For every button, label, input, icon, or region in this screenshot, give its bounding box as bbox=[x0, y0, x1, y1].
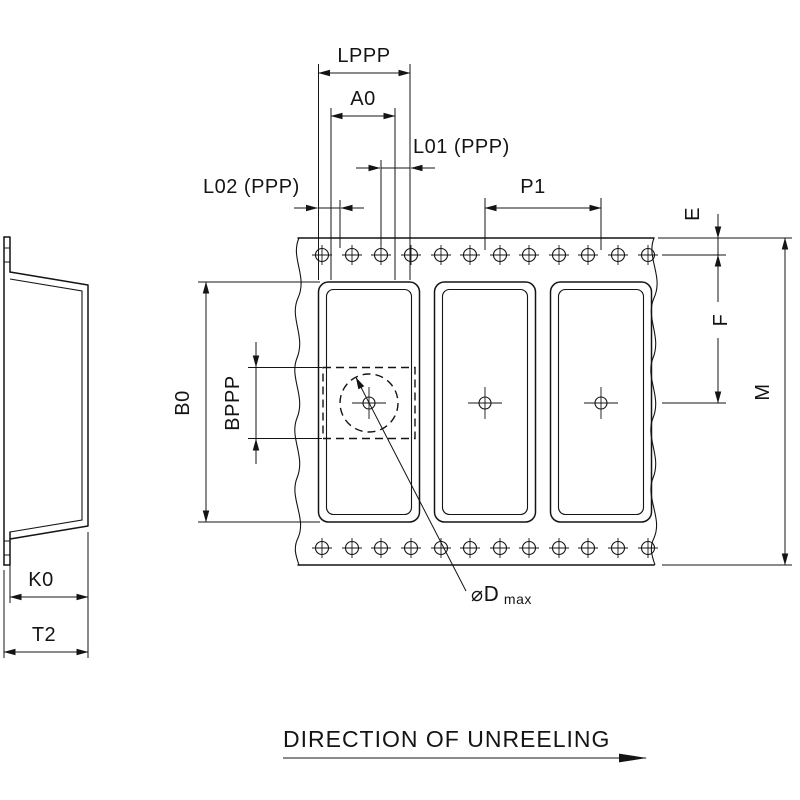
unreeling-caption: DIRECTION OF UNREELING bbox=[283, 726, 647, 763]
dim-bppp: BPPP bbox=[222, 342, 322, 464]
dim-b0: B0 bbox=[172, 281, 320, 523]
dim-p1: P1 bbox=[484, 176, 602, 250]
sprocket-hole bbox=[637, 537, 659, 559]
component-pocket bbox=[549, 281, 653, 523]
sprocket-hole bbox=[311, 537, 333, 559]
label-lppp: LPPP bbox=[337, 45, 390, 67]
dim-t2: T2 bbox=[3, 570, 89, 658]
carrier-tape-top-view bbox=[294, 237, 659, 566]
sprocket-hole bbox=[370, 537, 392, 559]
tape-front-surface bbox=[3, 236, 11, 566]
torn-edge-left bbox=[294, 237, 302, 566]
label-e: E bbox=[682, 207, 704, 221]
sprocket-hole bbox=[548, 537, 570, 559]
label-k0: K0 bbox=[28, 569, 53, 591]
dim-a0: A0 bbox=[330, 88, 396, 280]
dim-k0: K0 bbox=[9, 532, 89, 658]
label-bppp: BPPP bbox=[222, 375, 244, 430]
sprocket-hole bbox=[489, 244, 511, 266]
dim-l01: L01 (PPP) bbox=[356, 136, 510, 246]
pocket-outer-profile bbox=[9, 271, 89, 540]
sprocket-hole bbox=[518, 537, 540, 559]
dim-m: M bbox=[658, 237, 792, 566]
label-t2: T2 bbox=[32, 624, 56, 646]
dim-f: F bbox=[662, 254, 732, 404]
label-p1: P1 bbox=[520, 176, 545, 198]
label-l02: L02 (PPP) bbox=[203, 176, 300, 198]
dim-dmax: ⌀D max bbox=[355, 377, 532, 607]
label-l01: L01 (PPP) bbox=[413, 136, 510, 158]
dmax-leader-line bbox=[355, 377, 467, 592]
sprocket-hole bbox=[459, 537, 481, 559]
sprocket-hole bbox=[548, 244, 570, 266]
sprocket-hole bbox=[577, 244, 599, 266]
dim-e: E bbox=[662, 207, 726, 256]
dmax-circle-dashed bbox=[339, 373, 399, 433]
pocket-inner-profile bbox=[9, 278, 83, 533]
sprocket-hole bbox=[430, 244, 452, 266]
label-f: F bbox=[710, 314, 732, 327]
label-a0: A0 bbox=[350, 88, 375, 110]
sprocket-hole bbox=[518, 244, 540, 266]
sprocket-hole bbox=[459, 244, 481, 266]
sprocket-hole bbox=[400, 537, 422, 559]
label-m: M bbox=[752, 383, 774, 400]
sprocket-hole bbox=[607, 244, 629, 266]
sprocket-hole bbox=[370, 244, 392, 266]
sprocket-hole-edge-marks bbox=[4, 247, 10, 556]
sprocket-hole bbox=[311, 244, 333, 266]
dim-lppp: LPPP bbox=[318, 45, 411, 280]
sprocket-hole bbox=[489, 537, 511, 559]
sprocket-holes-bottom-row bbox=[311, 537, 659, 559]
label-dmax: ⌀D max bbox=[471, 582, 532, 607]
sprocket-hole bbox=[577, 537, 599, 559]
sprocket-hole bbox=[400, 244, 422, 266]
direction-of-unreeling-text: DIRECTION OF UNREELING bbox=[283, 726, 610, 752]
sprocket-hole bbox=[341, 244, 363, 266]
tape-side-view bbox=[3, 236, 89, 566]
sprocket-hole bbox=[637, 244, 659, 266]
torn-edge-right bbox=[650, 237, 658, 566]
sprocket-hole bbox=[341, 537, 363, 559]
component-pocket bbox=[433, 281, 537, 523]
dim-l02: L02 (PPP) bbox=[203, 176, 364, 248]
label-b0: B0 bbox=[172, 390, 194, 415]
component-outline-dashed bbox=[322, 366, 416, 440]
sprocket-hole bbox=[607, 537, 629, 559]
